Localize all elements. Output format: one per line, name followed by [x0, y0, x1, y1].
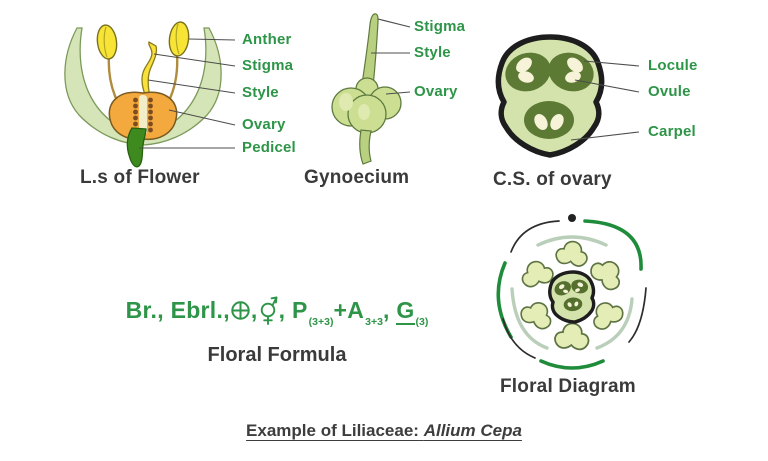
mother-axis-dot: [568, 214, 576, 222]
label-anther: Anther: [242, 31, 292, 48]
actinomorphic-icon: [231, 301, 250, 320]
gynoecium-style: [361, 13, 379, 88]
formula-comma3: ,: [382, 297, 390, 323]
anther-right-crease: [175, 23, 180, 55]
ls-flower-title: L.s of Flower: [80, 167, 200, 188]
formula-androecium: A: [347, 297, 365, 323]
central-ovary-section: [548, 270, 596, 324]
formula-perianth-sub: (3+3): [308, 316, 334, 328]
inner-tepal-arcs-pale: [510, 235, 634, 350]
label-stigma: Stigma: [414, 18, 466, 35]
label-stigma: Stigma: [242, 57, 294, 74]
label-pedicel: Pedicel: [242, 139, 296, 156]
label-locule: Locule: [648, 57, 698, 74]
ovary-septum: [139, 95, 147, 135]
label-carpel: Carpel: [648, 123, 696, 140]
floral-diagram-illustration: [496, 214, 647, 370]
anther-right: [168, 21, 190, 57]
formula-gynoecium: G: [396, 297, 415, 325]
ls-flower-illustration: [64, 21, 236, 168]
formula-androecium-sub: 3+3: [365, 316, 383, 328]
cs-ovary-illustration: [495, 34, 640, 158]
ovary-highlight-front: [358, 104, 370, 120]
floral-formula-title: Floral Formula: [207, 344, 347, 366]
formula-comma1: ,: [250, 297, 258, 323]
gynoecium-title: Gynoecium: [304, 167, 410, 188]
gynoecium-stem: [359, 129, 372, 165]
label-style: Style: [242, 84, 279, 101]
formula-perianth: P: [292, 297, 308, 323]
label-ovary: Ovary: [242, 116, 286, 133]
label-style: Style: [414, 44, 451, 61]
formula-prefix: Br., Ebrl.,: [125, 297, 230, 323]
formula-comma2: ,: [278, 297, 286, 323]
label-ovule: Ovule: [648, 83, 691, 100]
gynoecium-illustration: [331, 13, 411, 165]
bisexual-icon: [260, 296, 278, 325]
leader-lines: [139, 38, 236, 149]
cs-ovary-title: C.S. of ovary: [493, 169, 612, 190]
footer-caption: Example of Liliaceae: Allium Cepa: [0, 421, 768, 441]
formula-plus: +: [333, 297, 348, 323]
ovules: [516, 57, 583, 130]
anther-left: [96, 24, 118, 60]
leader-lines: [570, 60, 640, 141]
pedicel: [126, 127, 147, 168]
caption-species: Allium Cepa: [423, 421, 522, 440]
floral-diagram-title: Floral Diagram: [500, 376, 636, 397]
formula-gynoecium-sub: (3): [415, 316, 429, 328]
outer-tepal-arcs-black: [502, 220, 647, 359]
pistil-style: [141, 41, 158, 101]
leader-lines: [371, 18, 411, 95]
caption-prefix: Example of Liliaceae:: [246, 421, 424, 440]
anther-left-crease: [103, 26, 108, 58]
ovary-highlight-left: [339, 93, 353, 111]
label-ovary: Ovary: [414, 83, 458, 100]
floral-formula: Br., Ebrl.,,, P(3+3)+A3+3, G(3): [118, 294, 436, 328]
